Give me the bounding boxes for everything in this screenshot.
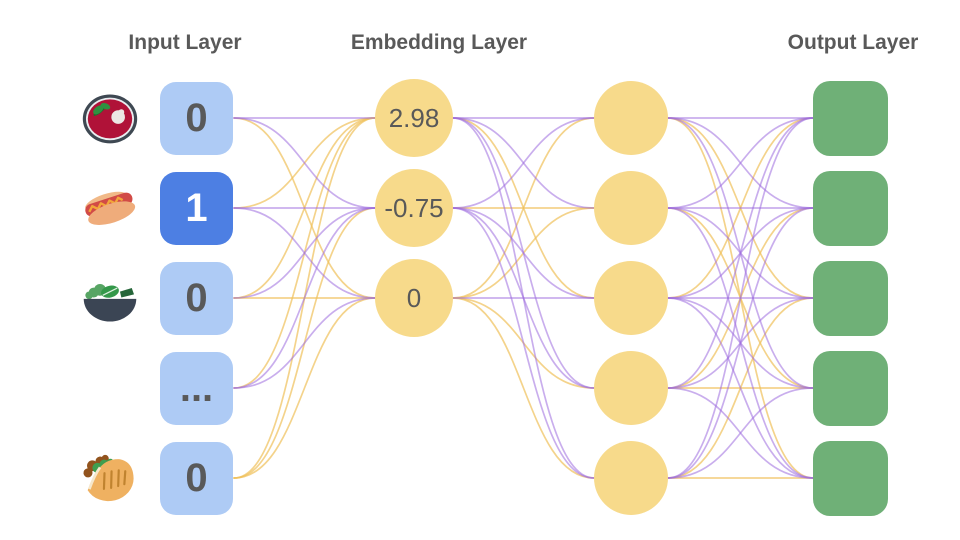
edge-purple: [667, 117, 814, 479]
edge-purple: [667, 207, 814, 479]
edge-yellow: [452, 297, 595, 479]
embedding-node: 2.98: [375, 79, 453, 157]
edge-purple: [452, 117, 595, 209]
input-value: ...: [179, 366, 214, 410]
embedding-node: -0.75: [375, 169, 453, 247]
edge-purple: [667, 297, 814, 479]
input-value: 0: [185, 276, 208, 320]
input-value: 1: [185, 186, 208, 230]
pita-icon: [81, 449, 139, 507]
edge-purple: [233, 117, 376, 209]
output-node: [813, 171, 888, 246]
edge-purple: [233, 207, 376, 389]
edge-yellow: [233, 297, 376, 479]
salad-icon: [81, 269, 139, 327]
edge-purple: [667, 387, 814, 479]
hot-dog-icon: [81, 179, 139, 237]
edge-purple: [233, 297, 376, 389]
hidden-node: [594, 441, 668, 515]
embedding-value: 0: [406, 282, 422, 313]
embedding-layer-title: Embedding Layer: [350, 31, 528, 54]
input-node-hotdog: 1: [160, 172, 233, 245]
edge-purple: [452, 207, 595, 299]
hidden-node: [594, 171, 668, 245]
hidden-node: [594, 351, 668, 425]
embedding-value: 2.98: [388, 102, 440, 133]
embedding-value: -0.75: [384, 192, 444, 223]
edge-purple: [452, 207, 595, 479]
soup-bowl-icon: [81, 89, 139, 147]
edge-purple: [233, 207, 376, 299]
input-value: 0: [185, 456, 208, 500]
input-node-ellipsis: ...: [160, 352, 233, 425]
output-layer-title: Output Layer: [787, 31, 919, 54]
edge-purple: [667, 117, 814, 209]
edge-purple: [667, 117, 814, 389]
input-node-pita: 0: [160, 442, 233, 515]
input-layer-title: Input Layer: [128, 31, 242, 54]
output-node: [813, 81, 888, 156]
input-node-soup: 0: [160, 82, 233, 155]
embedding-node: 0: [375, 259, 453, 337]
output-node: [813, 351, 888, 426]
input-value: 0: [185, 96, 208, 140]
output-node: [813, 261, 888, 336]
hidden-node: [594, 261, 668, 335]
hidden-node: [594, 81, 668, 155]
input-node-salad: 0: [160, 262, 233, 335]
edge-yellow: [452, 117, 595, 299]
output-node: [813, 441, 888, 516]
